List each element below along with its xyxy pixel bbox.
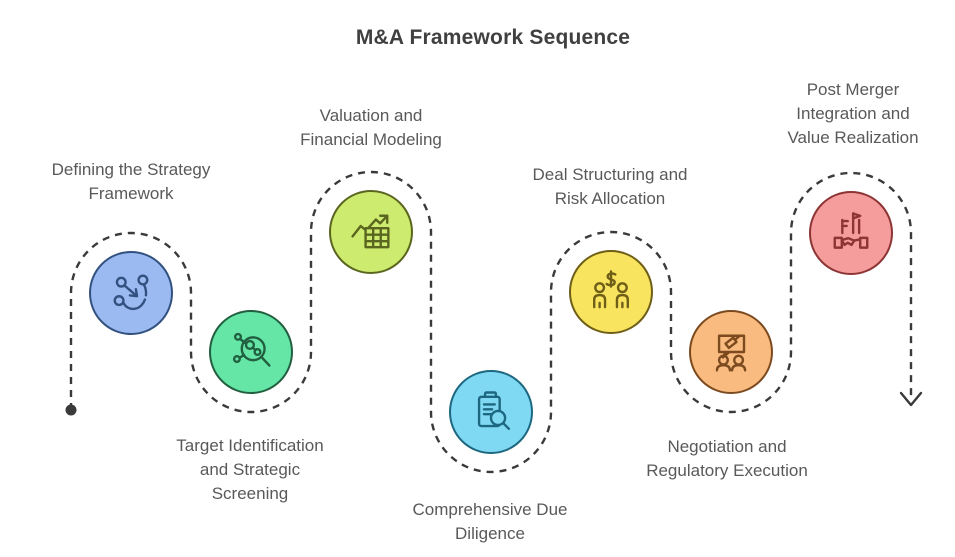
- clipboard-search-icon: [477, 391, 511, 430]
- step-label-line: Financial Modeling: [300, 130, 442, 149]
- page-title: M&A Framework Sequence: [355, 26, 631, 49]
- people-dollar-icon: [593, 270, 629, 309]
- chart-table-icon: [351, 214, 390, 249]
- step-label-line: Deal Structuring and: [532, 165, 688, 184]
- step-label-line: Defining the Strategy: [51, 160, 211, 179]
- step-circle-5: [569, 250, 653, 334]
- step-circle-7: [809, 191, 893, 275]
- step-label-line: Regulatory Execution: [646, 461, 808, 480]
- step-label-line: Framework: [88, 184, 174, 203]
- start-dot-icon: [65, 404, 77, 416]
- negotiation-icon: [715, 334, 747, 372]
- step-label-line: Value Realization: [787, 128, 919, 147]
- flow-path: [69, 170, 913, 474]
- step-circle-3: [329, 190, 413, 274]
- step-label-line: and Strategic: [199, 460, 301, 479]
- step-circle-2: [209, 310, 293, 394]
- step-label-line: Target Identification: [176, 436, 324, 455]
- step-label-line: Post Merger: [806, 80, 900, 99]
- step-circle-6: [689, 310, 773, 394]
- step-label-line: Risk Allocation: [554, 189, 666, 208]
- merger-handshake-icon: [833, 212, 869, 249]
- target-search-icon: [232, 332, 271, 367]
- step-label-line: Screening: [211, 484, 289, 503]
- step-label-line: Valuation and: [319, 106, 423, 125]
- step-label-line: Comprehensive Due: [412, 500, 568, 519]
- strategy-icon: [113, 274, 149, 311]
- step-label-line: Diligence: [455, 524, 525, 543]
- step-circle-1: [89, 251, 173, 335]
- step-label-line: Negotiation and: [667, 437, 787, 456]
- end-arrow-icon: [899, 391, 923, 407]
- step-label-line: Integration and: [796, 104, 910, 123]
- step-circle-4: [449, 370, 533, 454]
